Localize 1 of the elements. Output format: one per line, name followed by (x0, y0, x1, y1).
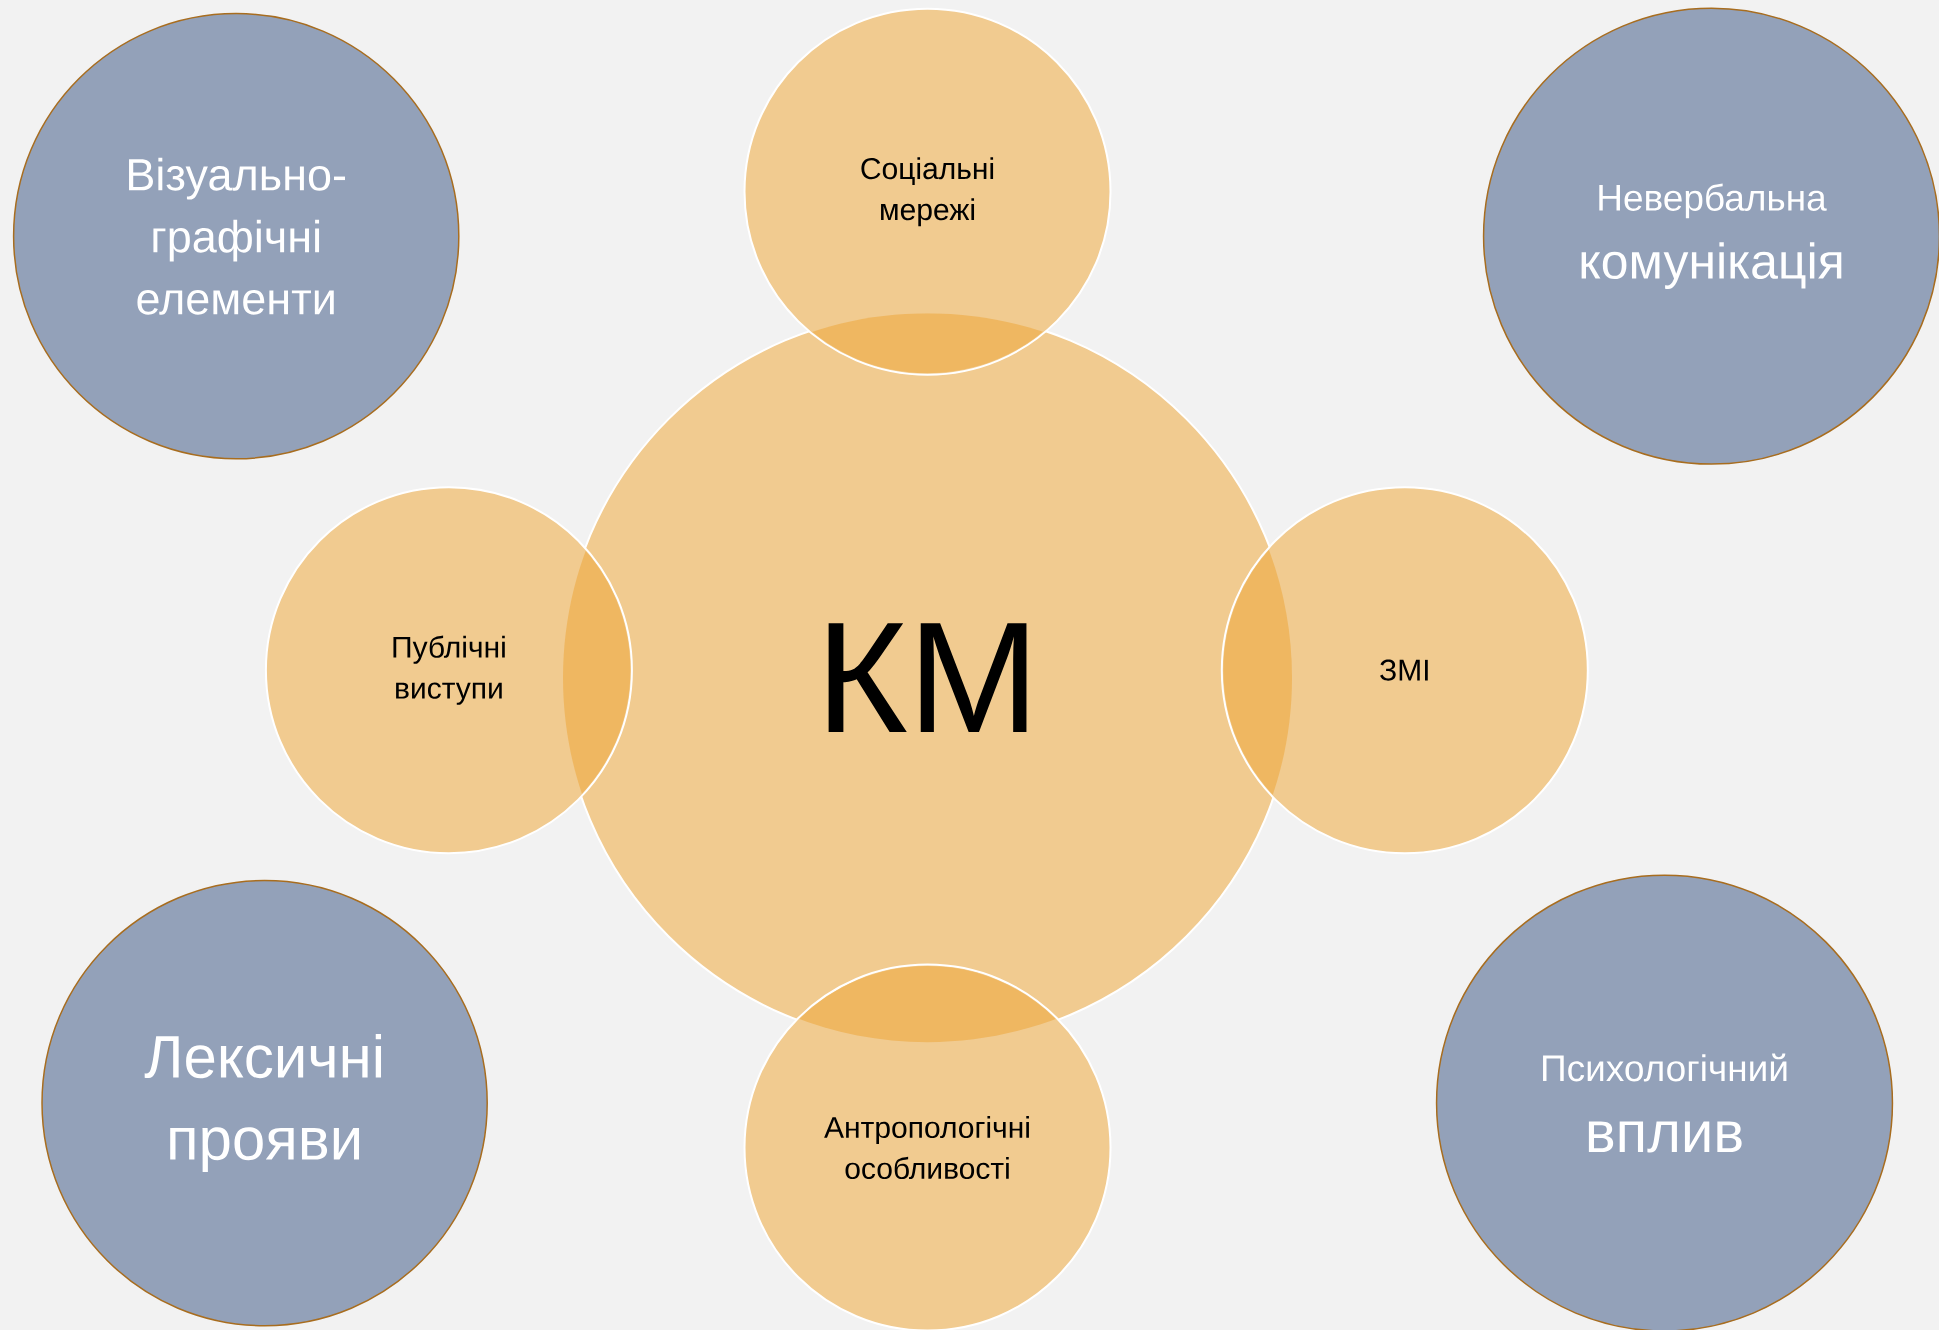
node-label: Антропологічні особливості (824, 1116, 1029, 1180)
